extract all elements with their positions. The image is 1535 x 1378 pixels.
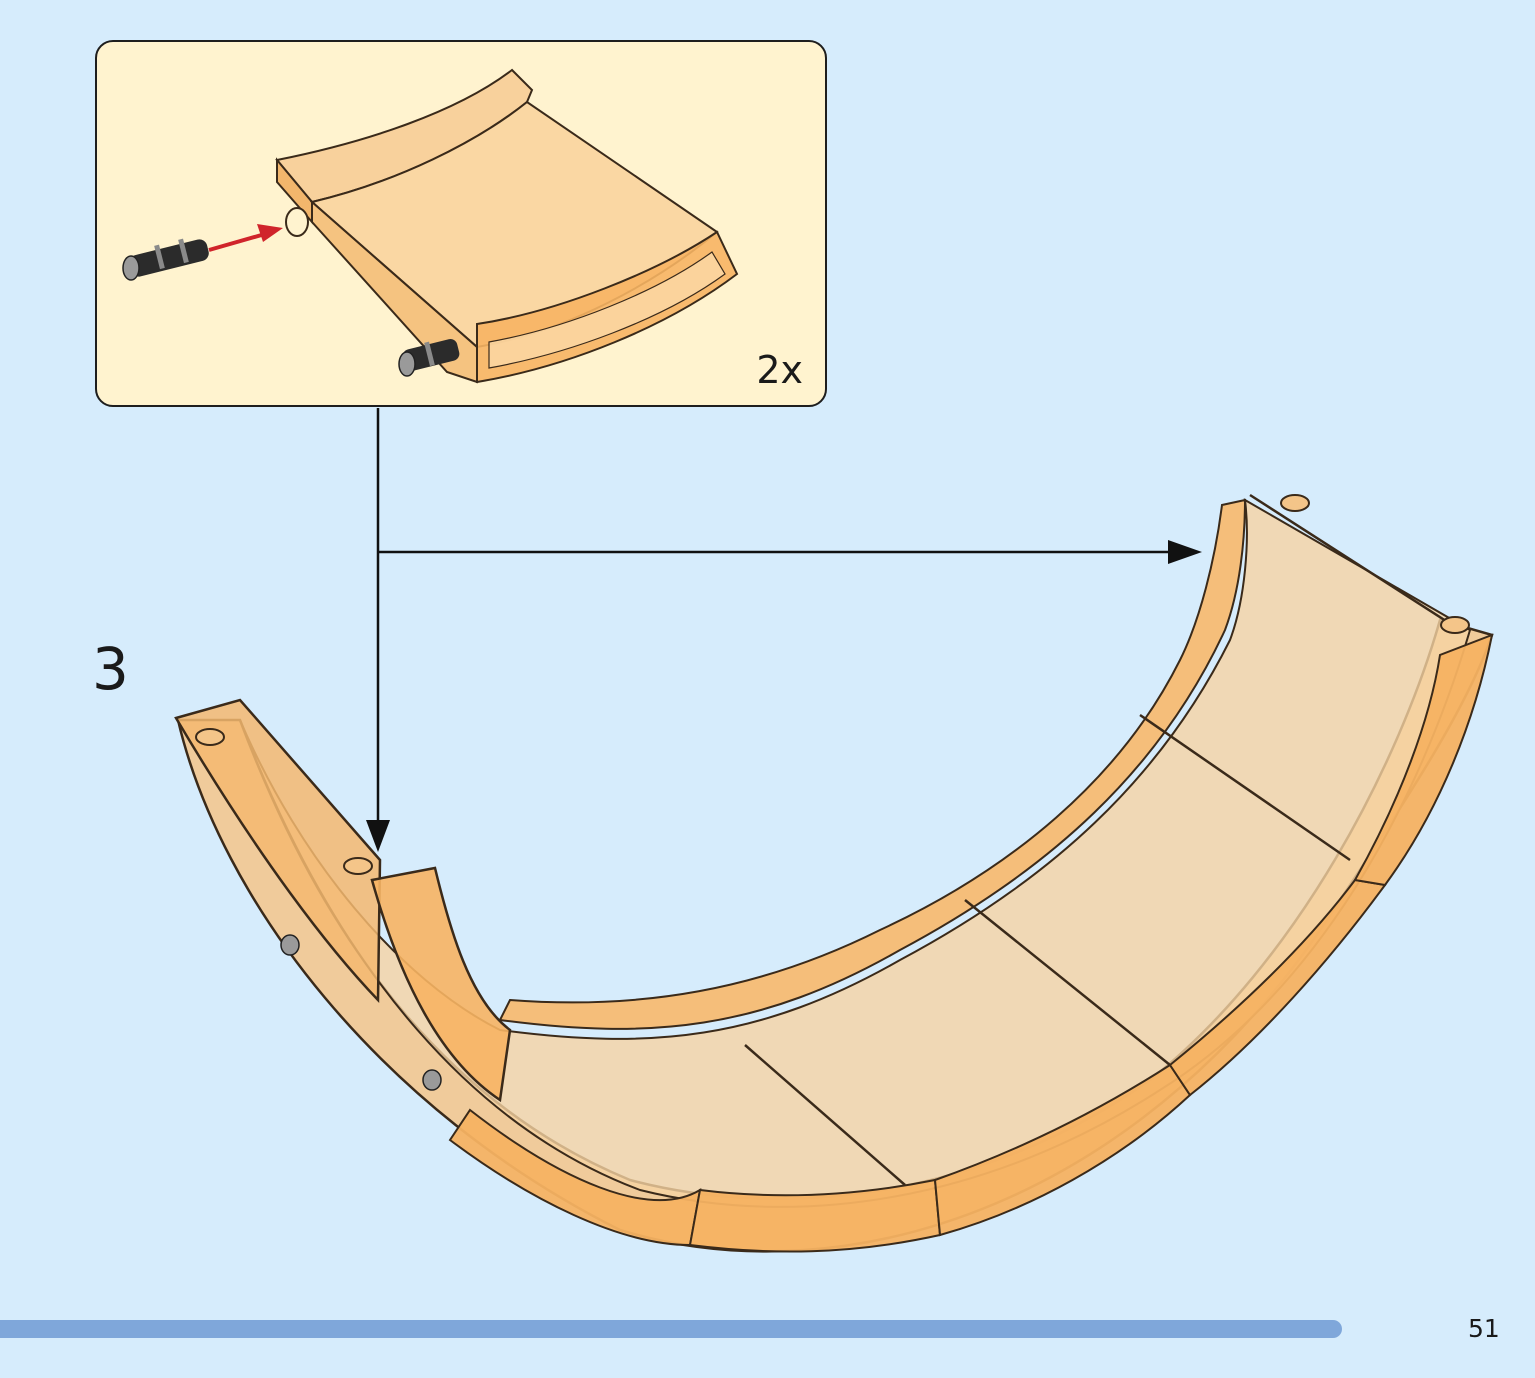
page-number: 51 bbox=[1468, 1314, 1500, 1343]
subassembly-callout: 2x bbox=[95, 40, 827, 407]
arrow-down-icon bbox=[366, 820, 390, 852]
curved-arc-assembly bbox=[174, 493, 1494, 1253]
technic-pin-icon bbox=[122, 238, 209, 281]
inserted-pin-icon bbox=[398, 339, 460, 377]
placement-arrows bbox=[366, 408, 1202, 852]
page-progress-bar bbox=[0, 1320, 1435, 1338]
technic-pin-icon bbox=[280, 934, 442, 1091]
curved-panel-icon bbox=[275, 68, 739, 384]
arrow-right-icon bbox=[1168, 540, 1202, 564]
quantity-multiplier: 2x bbox=[756, 348, 803, 392]
step-number: 3 bbox=[92, 635, 129, 703]
insert-arrow-icon bbox=[208, 224, 283, 252]
progress-fill bbox=[0, 1320, 1342, 1338]
subassembly-illustration bbox=[122, 68, 739, 384]
